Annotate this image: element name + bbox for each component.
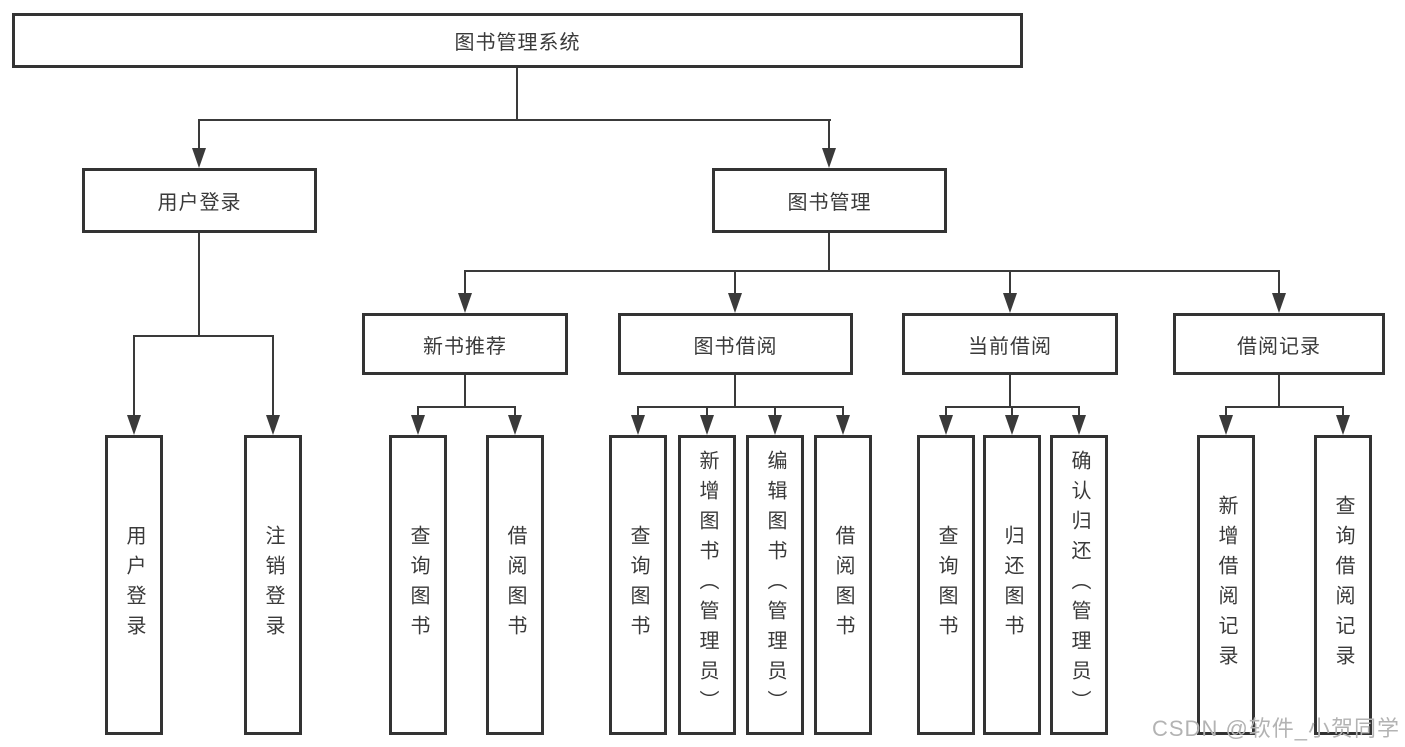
arrowhead-br-add <box>1219 415 1233 435</box>
connector-user-login-trunk <box>198 233 200 337</box>
arrowhead-user-login <box>192 148 206 168</box>
arrowhead-bb-query <box>631 415 645 435</box>
node-library-management-system: 图书管理系统 <box>12 13 1023 68</box>
leaf-br-query-record: 查询借阅记录 <box>1314 435 1372 735</box>
arrowhead-bb-edit <box>768 415 782 435</box>
connector-br-trunk <box>1278 375 1280 408</box>
leaf-bb-borrow-books: 借阅图书 <box>814 435 872 735</box>
connector-user-login-branch <box>133 335 274 337</box>
connector-root-branch <box>198 119 831 121</box>
connector-nbr-trunk <box>464 375 466 408</box>
arrowhead-current-borrow <box>1003 293 1017 313</box>
arrowhead-book-mgmt <box>822 148 836 168</box>
leaf-cb-query-books: 查询图书 <box>917 435 975 735</box>
connector-stub-borrow-records <box>1278 270 1280 295</box>
arrowhead-nbr-query <box>411 415 425 435</box>
connector-stub-nbr-query <box>417 406 419 417</box>
connector-stub-cb-confirm <box>1078 406 1080 417</box>
connector-bb-trunk <box>734 375 736 408</box>
connector-root-trunk <box>516 68 518 121</box>
connector-stub-leaf-logout <box>272 335 274 417</box>
connector-stub-new-book-rec <box>464 270 466 295</box>
connector-stub-bb-query <box>637 406 639 417</box>
connector-stub-br-query <box>1342 406 1344 417</box>
leaf-bb-query-books: 查询图书 <box>609 435 667 735</box>
arrowhead-bb-borrow <box>836 415 850 435</box>
csdn-watermark: CSDN @软件_小贺同学 <box>1152 716 1401 741</box>
arrowhead-new-book-rec <box>458 293 472 313</box>
connector-br-branch <box>1225 406 1344 408</box>
leaf-bb-edit-books-admin: 编辑图书（管理员） <box>746 435 804 735</box>
connector-book-mgmt-branch <box>464 270 1280 272</box>
connector-stub-book-mgmt <box>828 119 830 149</box>
arrowhead-nbr-borrow <box>508 415 522 435</box>
node-user-login: 用户登录 <box>82 168 317 233</box>
connector-stub-user-login <box>198 119 200 149</box>
arrowhead-borrow-records <box>1272 293 1286 313</box>
node-new-book-recommend: 新书推荐 <box>362 313 568 375</box>
connector-stub-cb-query <box>945 406 947 417</box>
node-book-borrowing: 图书借阅 <box>618 313 853 375</box>
node-borrowing-records: 借阅记录 <box>1173 313 1385 375</box>
arrowhead-leaf-logout <box>266 415 280 435</box>
leaf-cb-confirm-return-admin: 确认归还（管理员） <box>1050 435 1108 735</box>
leaf-nbr-query-books: 查询图书 <box>389 435 447 735</box>
connector-stub-cb-return <box>1011 406 1013 417</box>
connector-stub-book-borrow <box>734 270 736 295</box>
connector-stub-current-borrow <box>1009 270 1011 295</box>
leaf-logout: 注销登录 <box>244 435 302 735</box>
leaf-br-add-record: 新增借阅记录 <box>1197 435 1255 735</box>
connector-cb-trunk <box>1009 375 1011 408</box>
leaf-cb-return-books: 归还图书 <box>983 435 1041 735</box>
arrowhead-cb-query <box>939 415 953 435</box>
connector-stub-bb-borrow <box>842 406 844 417</box>
connector-bb-branch <box>637 406 844 408</box>
connector-stub-nbr-borrow <box>514 406 516 417</box>
leaf-user-login: 用户登录 <box>105 435 163 735</box>
leaf-nbr-borrow-books: 借阅图书 <box>486 435 544 735</box>
connector-stub-bb-add <box>706 406 708 417</box>
arrowhead-cb-confirm <box>1072 415 1086 435</box>
connector-stub-br-add <box>1225 406 1227 417</box>
arrowhead-book-borrow <box>728 293 742 313</box>
node-current-borrowing: 当前借阅 <box>902 313 1118 375</box>
connector-stub-leaf-user-login <box>133 335 135 417</box>
node-book-management: 图书管理 <box>712 168 947 233</box>
connector-stub-bb-edit <box>774 406 776 417</box>
arrowhead-br-query <box>1336 415 1350 435</box>
connector-nbr-branch <box>417 406 516 408</box>
leaf-bb-add-books-admin: 新增图书（管理员） <box>678 435 736 735</box>
arrowhead-bb-add <box>700 415 714 435</box>
arrowhead-cb-return <box>1005 415 1019 435</box>
connector-book-mgmt-trunk <box>828 233 830 272</box>
arrowhead-leaf-user-login <box>127 415 141 435</box>
